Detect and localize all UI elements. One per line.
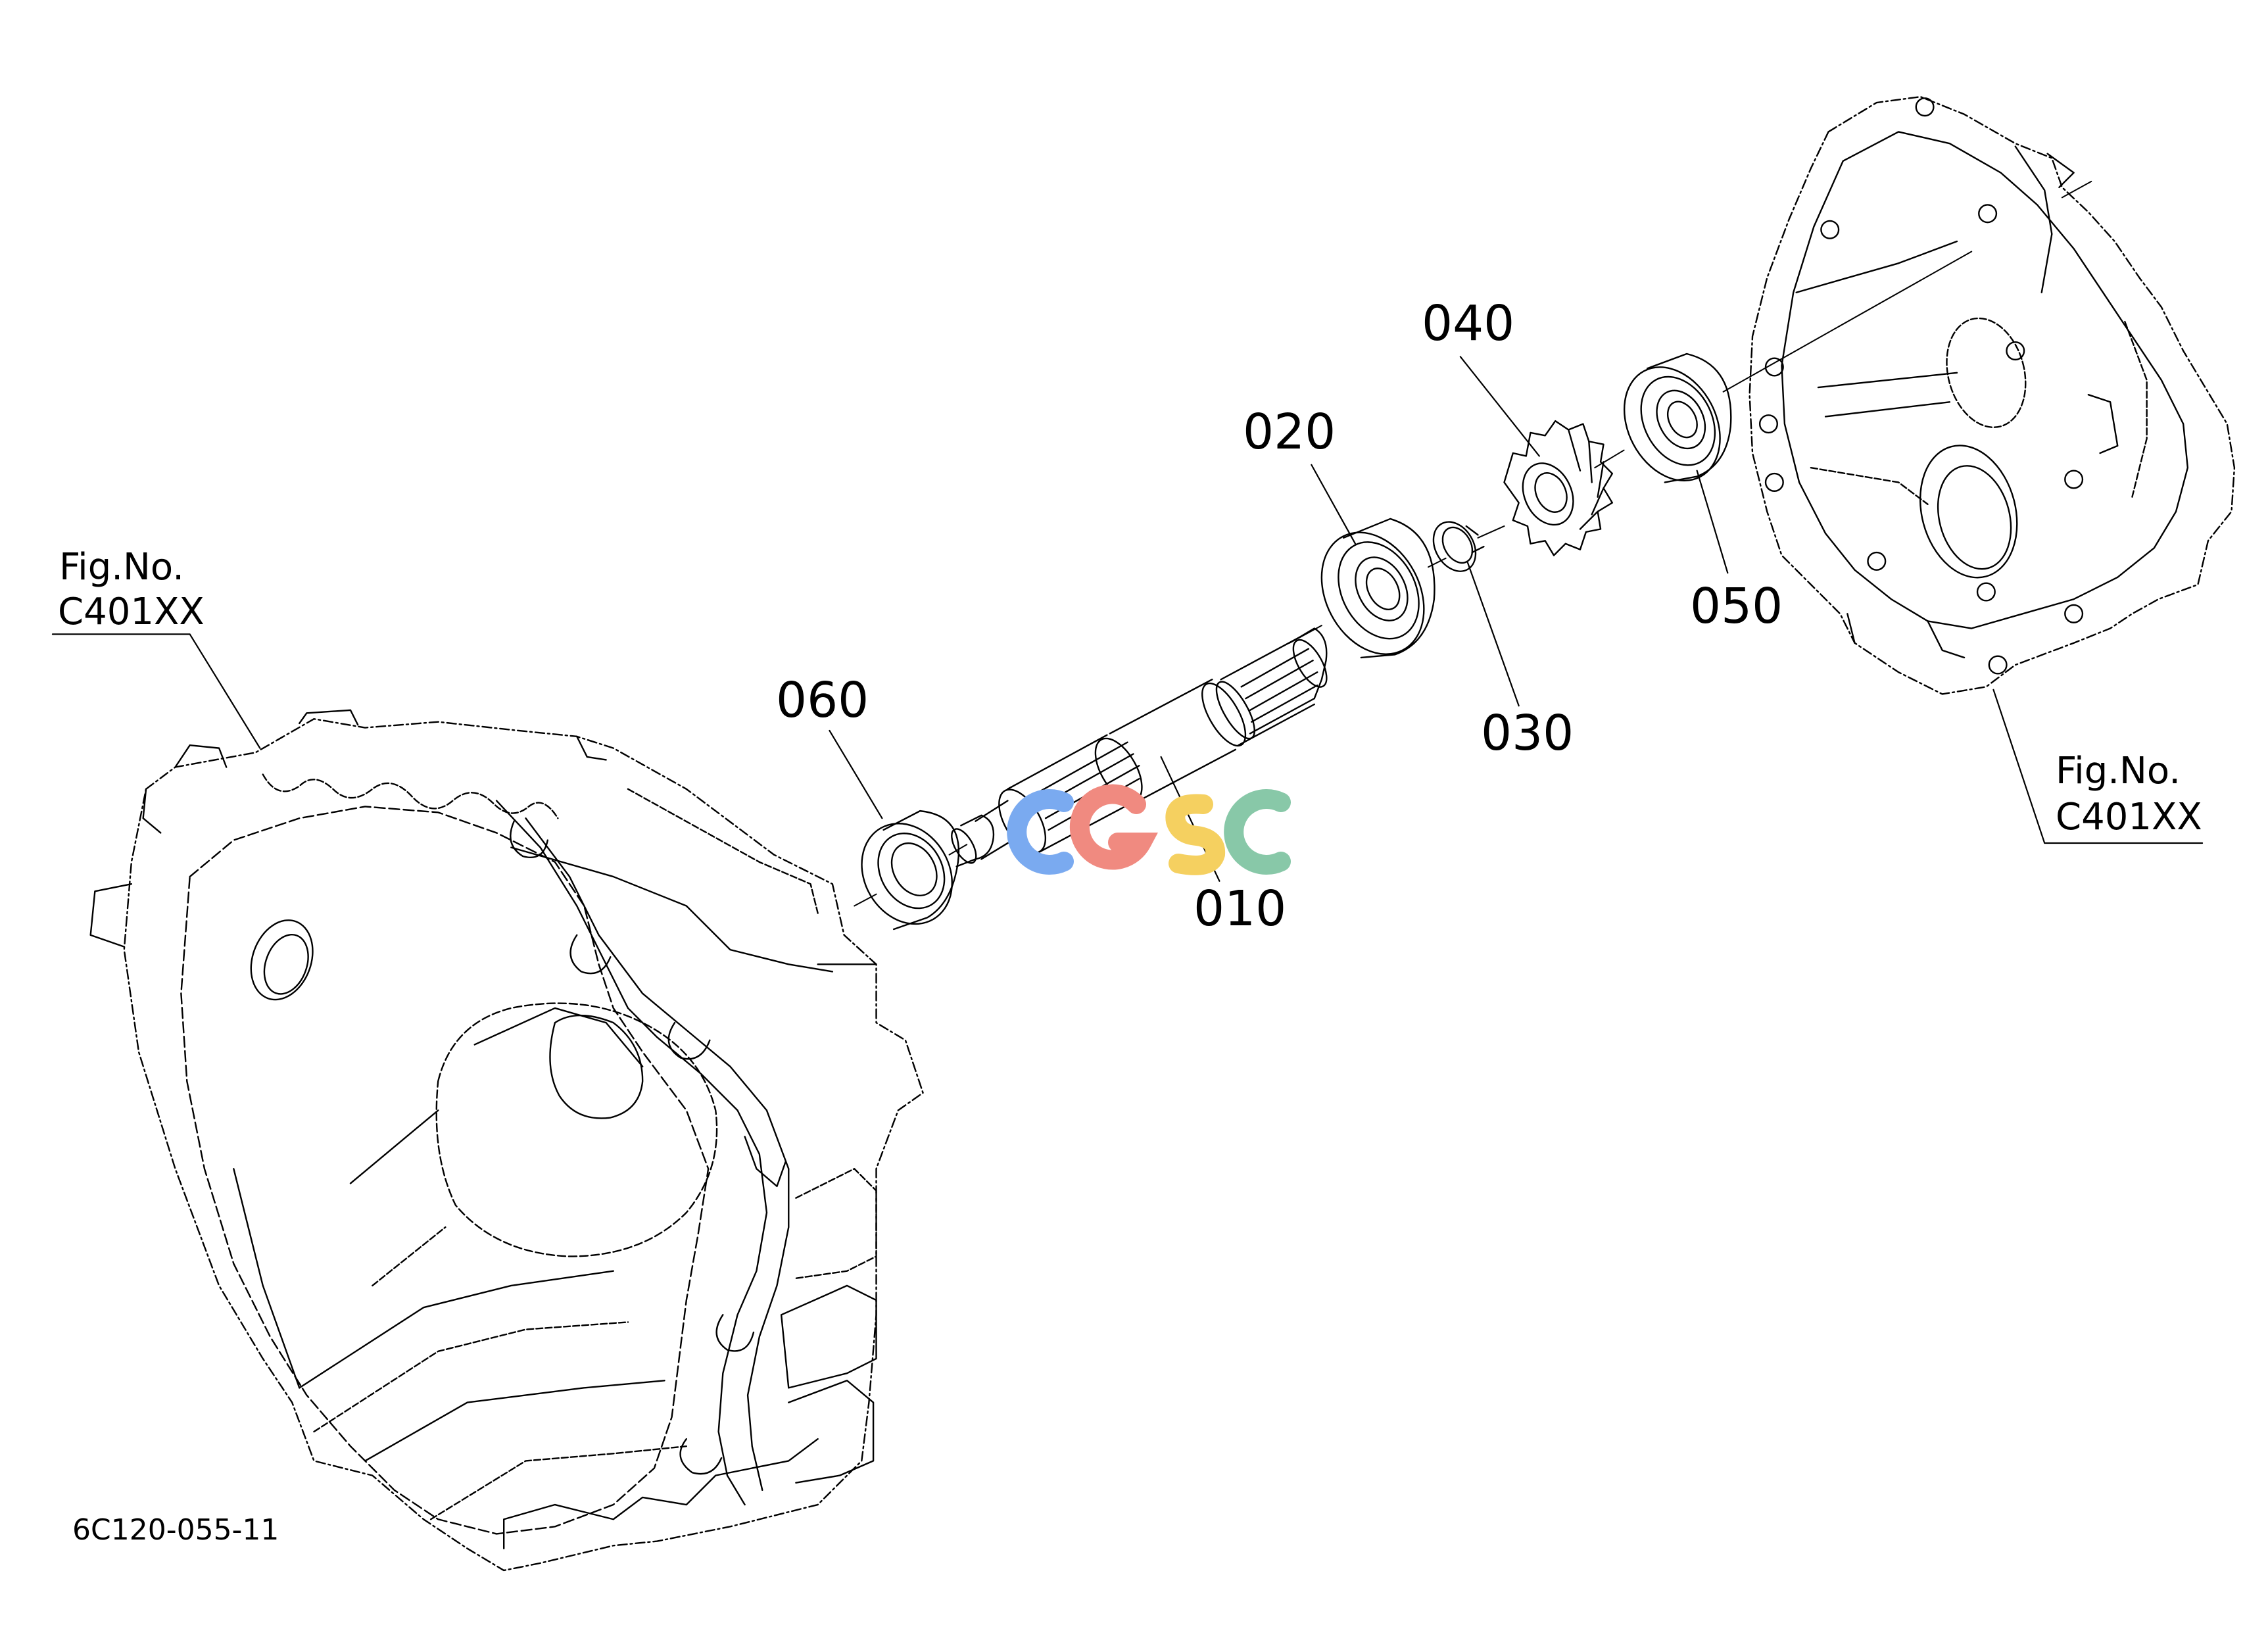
leader-050: [1697, 471, 1728, 573]
label-part-020: 020: [1243, 404, 1336, 460]
left-housing: [91, 710, 923, 1570]
right-housing: [1750, 97, 2234, 694]
label-part-060: 060: [776, 672, 869, 729]
leader-030: [1468, 563, 1519, 706]
leader-fig-left: [53, 634, 260, 748]
label-part-050: 050: [1690, 578, 1783, 635]
gear-040: [1504, 421, 1612, 555]
figure-ref-left-line2: C401XX: [58, 591, 205, 633]
snap-ring-030: [1425, 514, 1484, 579]
leader-lines: [53, 356, 2202, 881]
figure-ref-right-line2: C401XX: [2056, 796, 2202, 838]
figure-ref-left-line1: Fig.No.: [59, 546, 185, 589]
leader-020: [1311, 465, 1355, 544]
watermark-logo: [1006, 779, 1295, 885]
label-part-030: 030: [1481, 705, 1574, 762]
bearing-020: [1301, 515, 1444, 672]
watermark-letter-c2: [1234, 799, 1281, 865]
leader-fig-right: [1993, 690, 2202, 843]
watermark-letter-s: [1175, 804, 1215, 865]
drawing-code: 6C120-055-11: [72, 1513, 279, 1547]
bearing-050: [1605, 351, 1739, 497]
figure-ref-right-line1: Fig.No.: [2056, 750, 2181, 792]
label-part-040: 040: [1422, 295, 1515, 352]
watermark-letters: [1006, 779, 1295, 885]
label-part-010: 010: [1194, 881, 1287, 937]
watermark-letter-g: [1080, 794, 1142, 860]
watermark-letter-c1: [1017, 799, 1064, 865]
seal-060: [844, 807, 970, 940]
leader-060: [829, 731, 882, 818]
leader-040: [1460, 356, 1539, 456]
